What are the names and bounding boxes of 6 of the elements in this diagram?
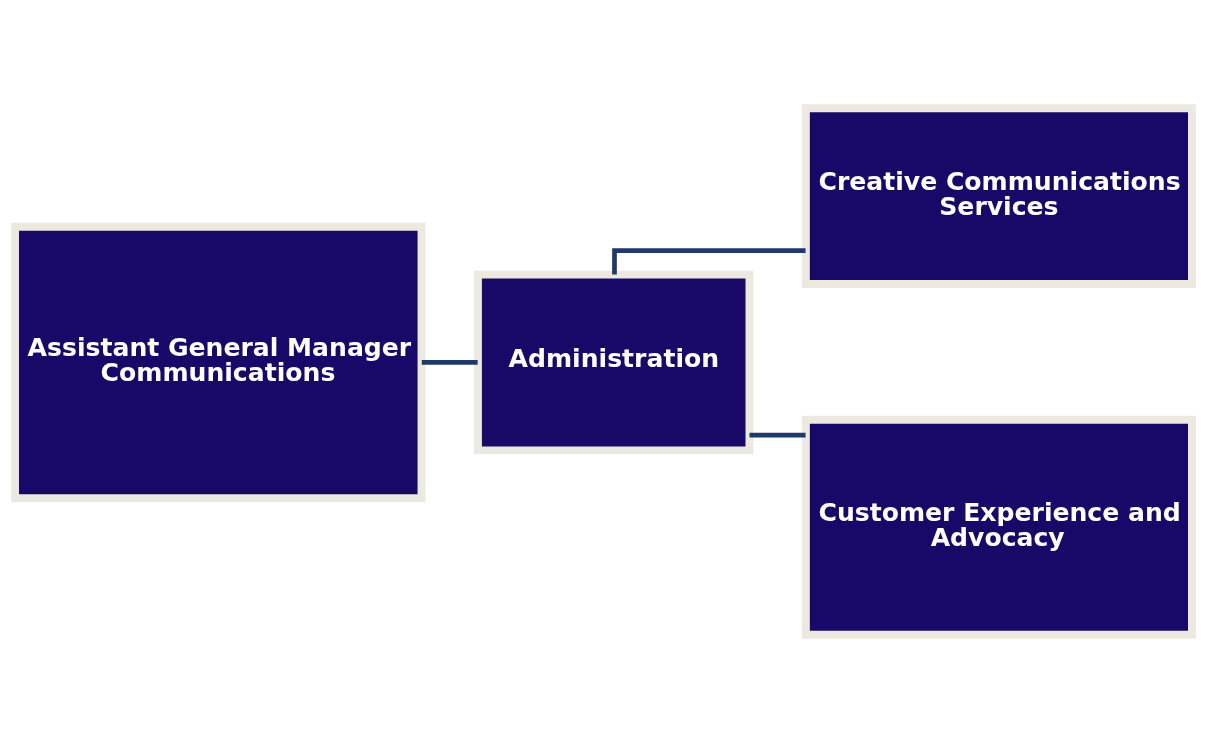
connector (749, 432, 806, 438)
connector (421, 360, 478, 365)
node-box: Creative Communications Services (802, 104, 1196, 288)
node-box: Assistant General Manager Communications (11, 222, 426, 503)
node-box: Administration (474, 270, 754, 455)
node-box: Customer Experience and Advocacy (802, 415, 1196, 639)
